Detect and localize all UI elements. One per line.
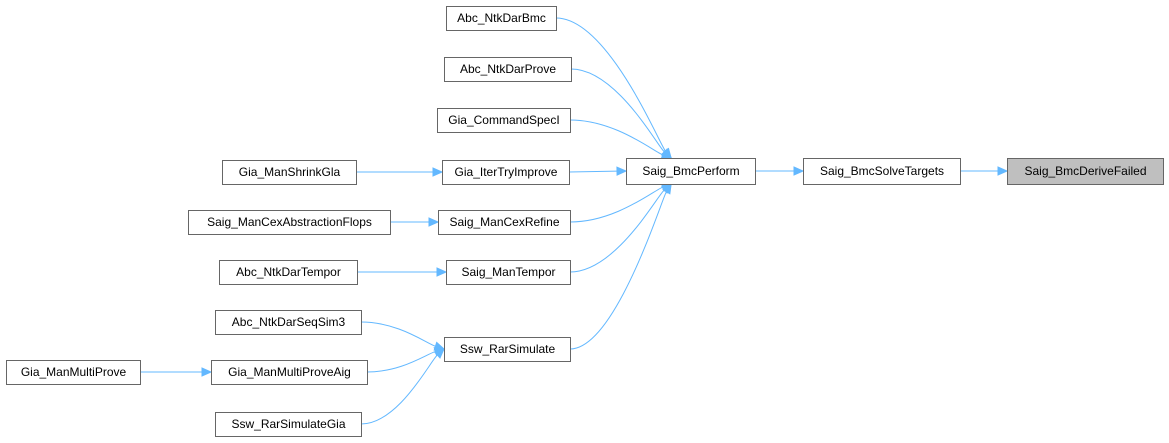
edge-abc_ntkdarbmc-to-saig_bmcperform [555, 17, 666, 152]
node-gia_manshrinkgla[interactable]: Gia_ManShrinkGla [222, 160, 357, 185]
edge-gia_manmultiproveaig-to-ssw_rarsimulate [366, 351, 436, 373]
node-box-gia_manshrinkgla [222, 160, 357, 185]
node-label-saig_mancexrefine: Saig_ManCexRefine [449, 215, 559, 229]
edge-abc_ntkdarseqsim3-to-ssw_rarsimulate [360, 321, 436, 347]
node-saig_mantempor[interactable]: Saig_ManTempor [446, 260, 571, 285]
node-label-saig_bmcderivefailed: Saig_BmcDeriveFailed [1024, 164, 1146, 178]
edge-saig_mancexrefine-to-saig_bmcperform [569, 186, 663, 223]
node-box-abc_ntkdartempor [219, 260, 358, 285]
node-box-gia_commandspeci [437, 108, 571, 133]
arrowhead-saig_mancexabstractionflops-to-saig_mancexrefine [428, 217, 440, 227]
node-gia_manmultiproveaig[interactable]: Gia_ManMultiProveAig [211, 360, 368, 385]
node-saig_mancexrefine[interactable]: Saig_ManCexRefine [438, 210, 571, 235]
node-saig_bmcsolvetargets[interactable]: Saig_BmcSolveTargets [803, 158, 961, 185]
node-abc_ntkdarbmc[interactable]: Abc_NtkDarBmc [446, 6, 557, 31]
node-abc_ntkdarseqsim3[interactable]: Abc_NtkDarSeqSim3 [215, 310, 362, 335]
edge-saig_mantempor-to-saig_bmcperform [569, 189, 665, 273]
node-box-abc_ntkdarprove [444, 57, 572, 82]
node-label-ssw_rarsimulategia: Ssw_RarSimulateGia [231, 417, 345, 431]
node-label-gia_manmultiproveaig: Gia_ManMultiProveAig [228, 365, 351, 379]
edge-abc_ntkdarprove-to-saig_bmcperform [570, 68, 665, 153]
node-label-gia_commandspeci: Gia_CommandSpecI [448, 113, 559, 127]
edge-ssw_rarsimulate-to-saig_bmcperform [569, 191, 667, 350]
node-box-gia_itertryimprove [442, 160, 570, 185]
arrowhead-gia_manmultiprove-to-gia_manmultiproveaig [201, 367, 213, 377]
edge-gia_commandspeci-to-saig_bmcperform [569, 119, 663, 156]
node-gia_itertryimprove[interactable]: Gia_IterTryImprove [442, 160, 570, 185]
node-label-saig_bmcperform: Saig_BmcPerform [642, 164, 739, 178]
node-saig_mancexabstractionflops[interactable]: Saig_ManCexAbstractionFlops [188, 210, 391, 235]
node-label-saig_mancexabstractionflops: Saig_ManCexAbstractionFlops [207, 215, 372, 229]
arrowhead-gia_itertryimprove-to-saig_bmcperform [616, 166, 628, 176]
node-gia_manmultiprove[interactable]: Gia_ManMultiProve [6, 360, 141, 385]
node-layer: Abc_NtkDarBmcAbc_NtkDarProveGia_CommandS… [6, 6, 1164, 437]
arrowhead-abc_ntkdartempor-to-saig_mantempor [436, 267, 448, 277]
node-saig_bmcperform[interactable]: Saig_BmcPerform [626, 158, 756, 185]
node-label-abc_ntkdarbmc: Abc_NtkDarBmc [457, 11, 546, 25]
node-box-gia_manmultiproveaig [211, 360, 368, 385]
node-abc_ntkdartempor[interactable]: Abc_NtkDarTempor [219, 260, 358, 285]
node-box-gia_manmultiprove [6, 360, 141, 385]
node-label-abc_ntkdarseqsim3: Abc_NtkDarSeqSim3 [232, 315, 346, 329]
arrowhead-gia_manshrinkgla-to-gia_itertryimprove [432, 167, 444, 177]
node-ssw_rarsimulategia[interactable]: Ssw_RarSimulateGia [215, 412, 362, 437]
node-box-saig_mancexrefine [438, 210, 571, 235]
node-box-saig_mancexabstractionflops [188, 210, 391, 235]
node-box-saig_bmcperform [626, 158, 756, 185]
node-label-abc_ntkdarprove: Abc_NtkDarProve [460, 62, 556, 76]
node-box-saig_mantempor [446, 260, 571, 285]
node-label-abc_ntkdartempor: Abc_NtkDarTempor [236, 265, 341, 279]
node-label-ssw_rarsimulate: Ssw_RarSimulate [460, 342, 556, 356]
node-ssw_rarsimulate[interactable]: Ssw_RarSimulate [444, 337, 571, 362]
node-gia_commandspeci[interactable]: Gia_CommandSpecI [437, 108, 571, 133]
node-label-gia_itertryimprove: Gia_IterTryImprove [455, 165, 558, 179]
node-box-ssw_rarsimulategia [215, 412, 362, 437]
node-saig_bmcderivefailed[interactable]: Saig_BmcDeriveFailed [1007, 158, 1164, 185]
node-box-abc_ntkdarbmc [446, 6, 557, 31]
edge-layer [140, 17, 1009, 425]
node-label-saig_mantempor: Saig_ManTempor [461, 265, 555, 279]
node-abc_ntkdarprove[interactable]: Abc_NtkDarProve [444, 57, 572, 82]
edge-gia_itertryimprove-to-saig_bmcperform [568, 170, 618, 173]
arrowhead-ssw_rarsimulate-to-saig_bmcperform [662, 182, 672, 195]
node-box-saig_bmcsolvetargets [803, 158, 961, 185]
node-label-gia_manshrinkgla: Gia_ManShrinkGla [239, 165, 341, 179]
node-label-gia_manmultiprove: Gia_ManMultiProve [21, 365, 127, 379]
node-box-saig_bmcderivefailed [1007, 158, 1164, 185]
arrowhead-saig_bmcsolvetargets-to-saig_bmcderivefailed [997, 166, 1009, 176]
node-box-abc_ntkdarseqsim3 [215, 310, 362, 335]
node-box-ssw_rarsimulate [444, 337, 571, 362]
edge-ssw_rarsimulategia-to-ssw_rarsimulate [360, 354, 438, 425]
node-label-saig_bmcsolvetargets: Saig_BmcSolveTargets [820, 164, 944, 178]
arrowhead-saig_bmcperform-to-saig_bmcsolvetargets [793, 166, 805, 176]
arrowhead-ssw_rarsimulategia-to-ssw_rarsimulate [433, 348, 445, 359]
